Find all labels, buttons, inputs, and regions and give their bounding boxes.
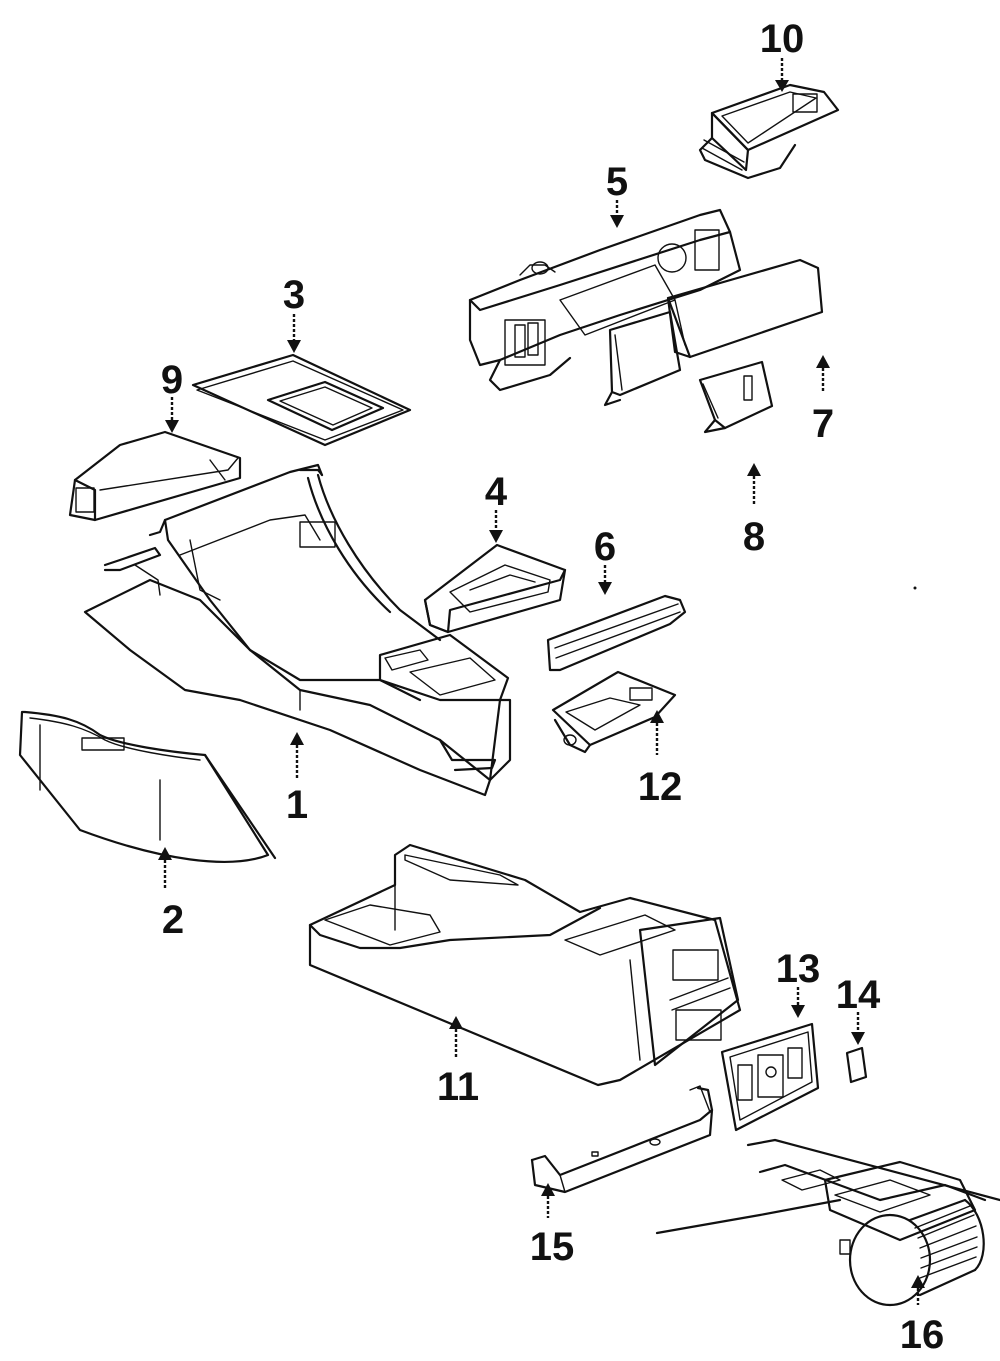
callout-label-4: 4 xyxy=(485,470,508,514)
part-3-shift-plate-bezel[interactable] xyxy=(191,353,412,447)
part-11-rear-console[interactable] xyxy=(308,843,742,1087)
arrow-icon-12 xyxy=(650,710,664,723)
callout-label-5: 5 xyxy=(606,160,628,204)
callout-11[interactable]: 11 xyxy=(437,1016,479,1109)
callout-16[interactable]: 16 xyxy=(900,1275,945,1357)
callout-1[interactable]: 1 xyxy=(286,732,308,827)
part-8-end-panel[interactable] xyxy=(698,360,774,434)
part-2-side-trim-panel[interactable] xyxy=(18,710,277,863)
callout-label-10: 10 xyxy=(760,17,805,61)
part-14-switch-cover[interactable] xyxy=(845,1046,868,1084)
callout-label-2: 2 xyxy=(162,898,184,942)
part-5-lower-section xyxy=(603,310,682,407)
arrow-icon-6 xyxy=(598,582,612,595)
arrow-icon-7 xyxy=(816,355,830,368)
arrow-icon-1 xyxy=(290,732,304,745)
callout-label-1: 1 xyxy=(286,783,308,827)
part-12-cup-holder-bezel[interactable] xyxy=(551,670,677,754)
callout-7[interactable]: 7 xyxy=(812,355,834,446)
callout-label-7: 7 xyxy=(812,402,834,446)
callout-label-3: 3 xyxy=(283,273,305,317)
part-15-mounting-bracket[interactable] xyxy=(530,1085,714,1194)
arrow-icon-15 xyxy=(541,1183,555,1196)
arrow-icon-16 xyxy=(911,1275,925,1288)
arrow-icon-8 xyxy=(747,463,761,476)
arrow-icon-9 xyxy=(165,420,179,433)
callout-8[interactable]: 8 xyxy=(743,463,765,559)
part-1-console[interactable] xyxy=(83,463,512,797)
callout-2[interactable]: 2 xyxy=(158,847,184,942)
part-5-dash-center-housing[interactable] xyxy=(468,208,742,392)
part-4-shifter-trim-cover[interactable] xyxy=(423,543,567,634)
arrow-icon-14 xyxy=(851,1032,865,1045)
arrow-icon-2 xyxy=(158,847,172,860)
callout-4[interactable]: 4 xyxy=(485,470,508,543)
stray-dot xyxy=(913,586,917,590)
callout-label-6: 6 xyxy=(594,525,616,569)
arrow-icon-11 xyxy=(449,1016,463,1029)
part-10-ashtray-insert[interactable] xyxy=(698,83,840,180)
part-6-trim-strip[interactable] xyxy=(546,594,687,672)
callout-label-9: 9 xyxy=(161,358,183,402)
callout-label-12: 12 xyxy=(638,765,683,809)
callout-3[interactable]: 3 xyxy=(283,273,305,353)
callout-label-8: 8 xyxy=(743,515,765,559)
arrow-icon-5 xyxy=(610,215,624,228)
callout-label-13: 13 xyxy=(776,947,821,991)
arrow-icon-4 xyxy=(489,530,503,543)
callout-5[interactable]: 5 xyxy=(606,160,628,228)
arrow-icon-10 xyxy=(775,80,789,92)
callout-label-11: 11 xyxy=(437,1065,479,1109)
part-7-lower-panel[interactable] xyxy=(666,258,824,359)
part-13-switch-bezel[interactable] xyxy=(720,1022,820,1132)
callout-12[interactable]: 12 xyxy=(638,710,683,809)
callout-15[interactable]: 15 xyxy=(530,1183,575,1269)
part-16-lighter-ashtray[interactable] xyxy=(655,1138,1000,1307)
callout-label-14: 14 xyxy=(836,973,881,1017)
callout-13[interactable]: 13 xyxy=(776,947,821,1018)
arrow-icon-13 xyxy=(791,1005,805,1018)
callout-6[interactable]: 6 xyxy=(594,525,616,595)
callout-label-15: 15 xyxy=(530,1225,575,1269)
callout-14[interactable]: 14 xyxy=(836,973,881,1045)
callout-9[interactable]: 9 xyxy=(161,358,183,433)
part-9-armrest-extension[interactable] xyxy=(68,430,242,522)
arrow-icon-3 xyxy=(287,340,301,353)
callout-label-16: 16 xyxy=(900,1313,945,1357)
callout-10[interactable]: 10 xyxy=(760,17,805,92)
